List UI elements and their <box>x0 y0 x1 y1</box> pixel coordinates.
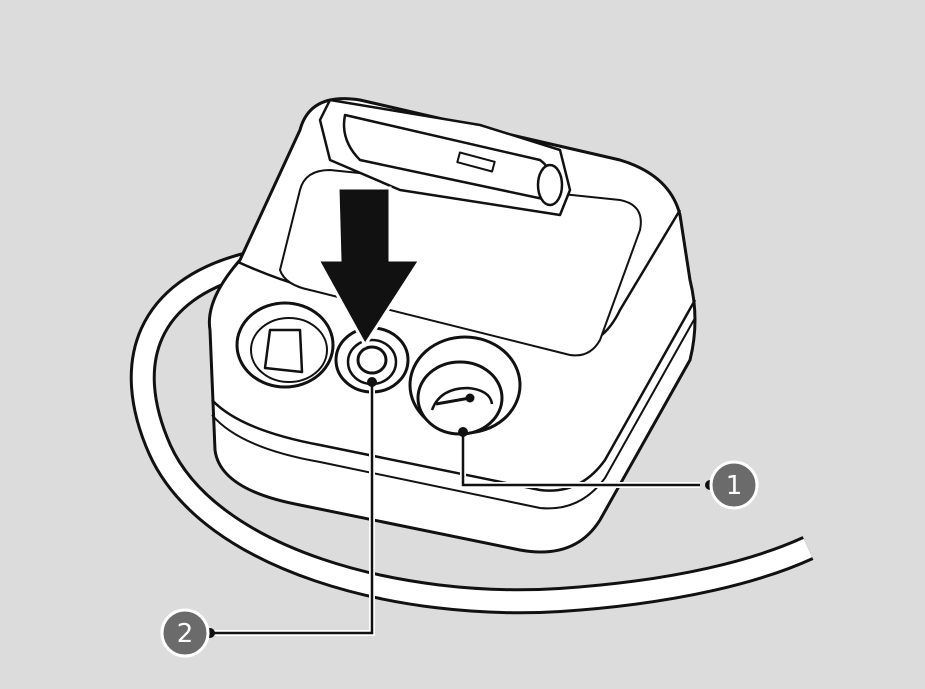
callout-2: 2 <box>160 608 210 658</box>
compressor-body <box>207 97 697 554</box>
press-arrow <box>315 186 423 348</box>
callout-1: 1 <box>709 460 759 510</box>
callout-1-label: 1 <box>726 471 743 501</box>
callout-2-label: 2 <box>177 619 194 649</box>
air-hose <box>129 252 814 615</box>
